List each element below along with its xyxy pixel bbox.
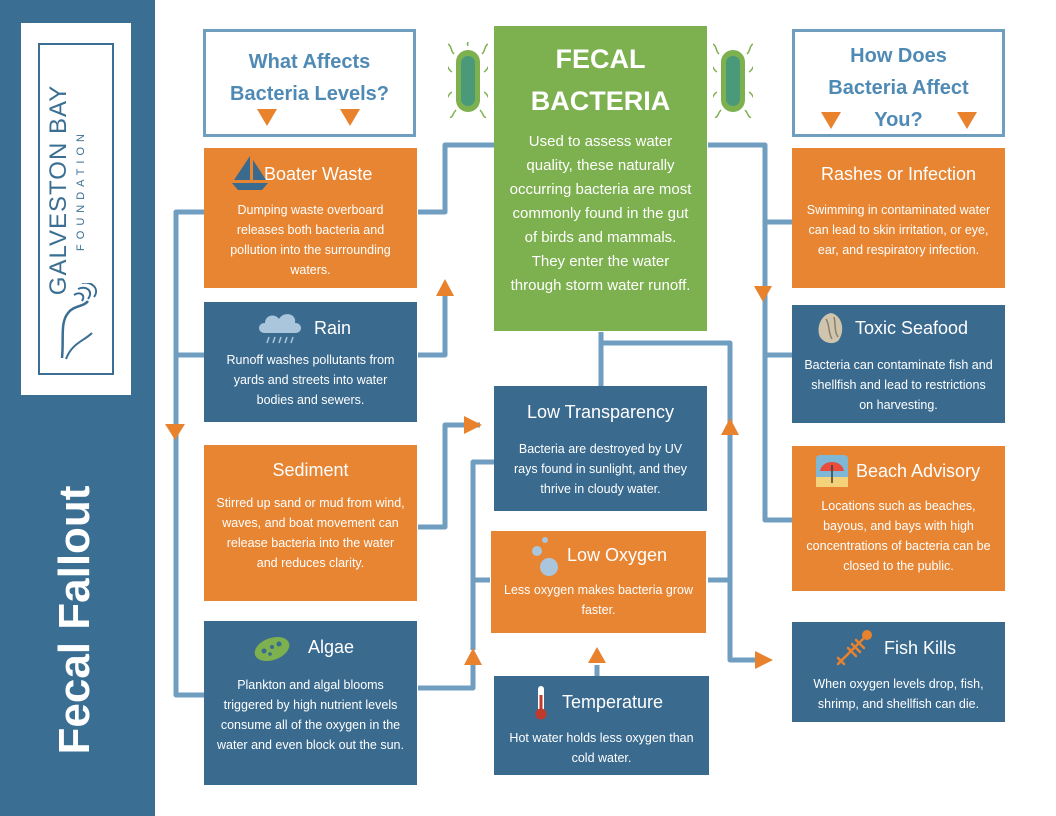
effect-title: Beach Advisory [856,461,981,481]
bubbles-icon [532,537,558,576]
causes-header-title: What Affects Bacteria Levels? [230,51,389,105]
factor-title: Low Oxygen [567,545,668,565]
effect-card-beach-advisory: Beach Advisory Locations such as beaches… [792,446,1005,591]
bacteria-icon [448,42,488,118]
cause-title: Boater Waste [264,164,373,184]
effect-title: Rashes or Infection [820,164,977,184]
effect-body: Bacteria can contaminate fish and shellf… [804,358,993,412]
factor-title: Low Transparency [526,402,675,422]
foundation-logo: GALVESTON BAY FOUNDATION [21,23,131,395]
center-body: Used to assess water quality, these natu… [509,133,692,294]
algae-icon [254,636,290,662]
causes-header: What Affects Bacteria Levels? [203,29,416,137]
cause-title: Algae [308,637,355,657]
fish-skeleton-icon [836,630,872,666]
cause-card-rain: Rain Runoff washes pollutants from yards… [204,302,417,422]
center-title-line1: FECAL [555,44,646,74]
down-arrow-icon [257,109,277,126]
effect-body: Locations such as beaches, bayous, and b… [806,499,991,573]
bacteria-icon [713,43,753,118]
factor-card-low-oxygen: Low Oxygen Less oxygen makes bacteria gr… [491,531,706,633]
effect-title: Fish Kills [884,638,957,658]
effect-body: When oxygen levels drop, fish, shrimp, a… [813,677,984,711]
rain-cloud-icon [259,314,301,344]
cause-card-boater-waste: Boater Waste Dumping waste overboard rel… [204,148,417,288]
thermometer-icon [535,686,547,720]
effect-title: Toxic Seafood [855,318,969,338]
sidebar: GALVESTON BAY FOUNDATION Fecal Fallout [0,0,155,816]
cause-title: Rain [314,318,352,338]
cause-card-sediment: Sediment Stirred up sand or mud from win… [204,445,417,601]
down-arrow-icon [821,112,841,129]
down-arrow-icon [340,109,360,126]
effect-body: Swimming in contaminated water can lead … [806,203,991,257]
oyster-icon [818,313,843,344]
effect-card-toxic-seafood: Toxic Seafood Bacteria can contaminate f… [792,305,1005,423]
effects-header: How Does Bacteria Affect You? [792,29,1005,137]
down-arrow-icon [957,112,977,129]
cause-body: Stirred up sand or mud from wind, waves,… [216,496,405,570]
factor-card-low-transparency: Low Transparency Bacteria are destroyed … [494,386,707,511]
factor-body: Less oxygen makes bacteria grow faster. [504,583,693,617]
center-title-line2: BACTERIA [530,86,671,116]
effect-card-fish-kills: Fish Kills When oxygen levels drop, fish… [792,622,1005,722]
cause-card-algae: Algae Plankton and algal blooms triggere… [204,621,417,785]
beach-umbrella-icon [816,455,848,487]
cause-body: Dumping waste overboard releases both ba… [230,203,391,277]
cause-body: Plankton and algal blooms triggered by h… [217,678,404,752]
effects-header-title: How Does Bacteria Affect You? [828,45,969,131]
sailboat-icon [232,156,268,190]
fecal-bacteria-box: FECAL BACTERIA Used to assess water qual… [494,26,707,331]
factor-body: Bacteria are destroyed by UV rays found … [513,442,688,496]
factor-title: Temperature [562,692,664,712]
effect-card-rashes: Rashes or Infection Swimming in contamin… [792,148,1005,288]
factor-body: Hot water holds less oxygen than cold wa… [509,731,694,765]
cause-body: Runoff washes pollutants from yards and … [226,353,395,407]
cause-title: Sediment [272,460,349,480]
heron-logo-icon [60,283,98,360]
factor-card-temperature: Temperature Hot water holds less oxygen … [494,676,709,775]
